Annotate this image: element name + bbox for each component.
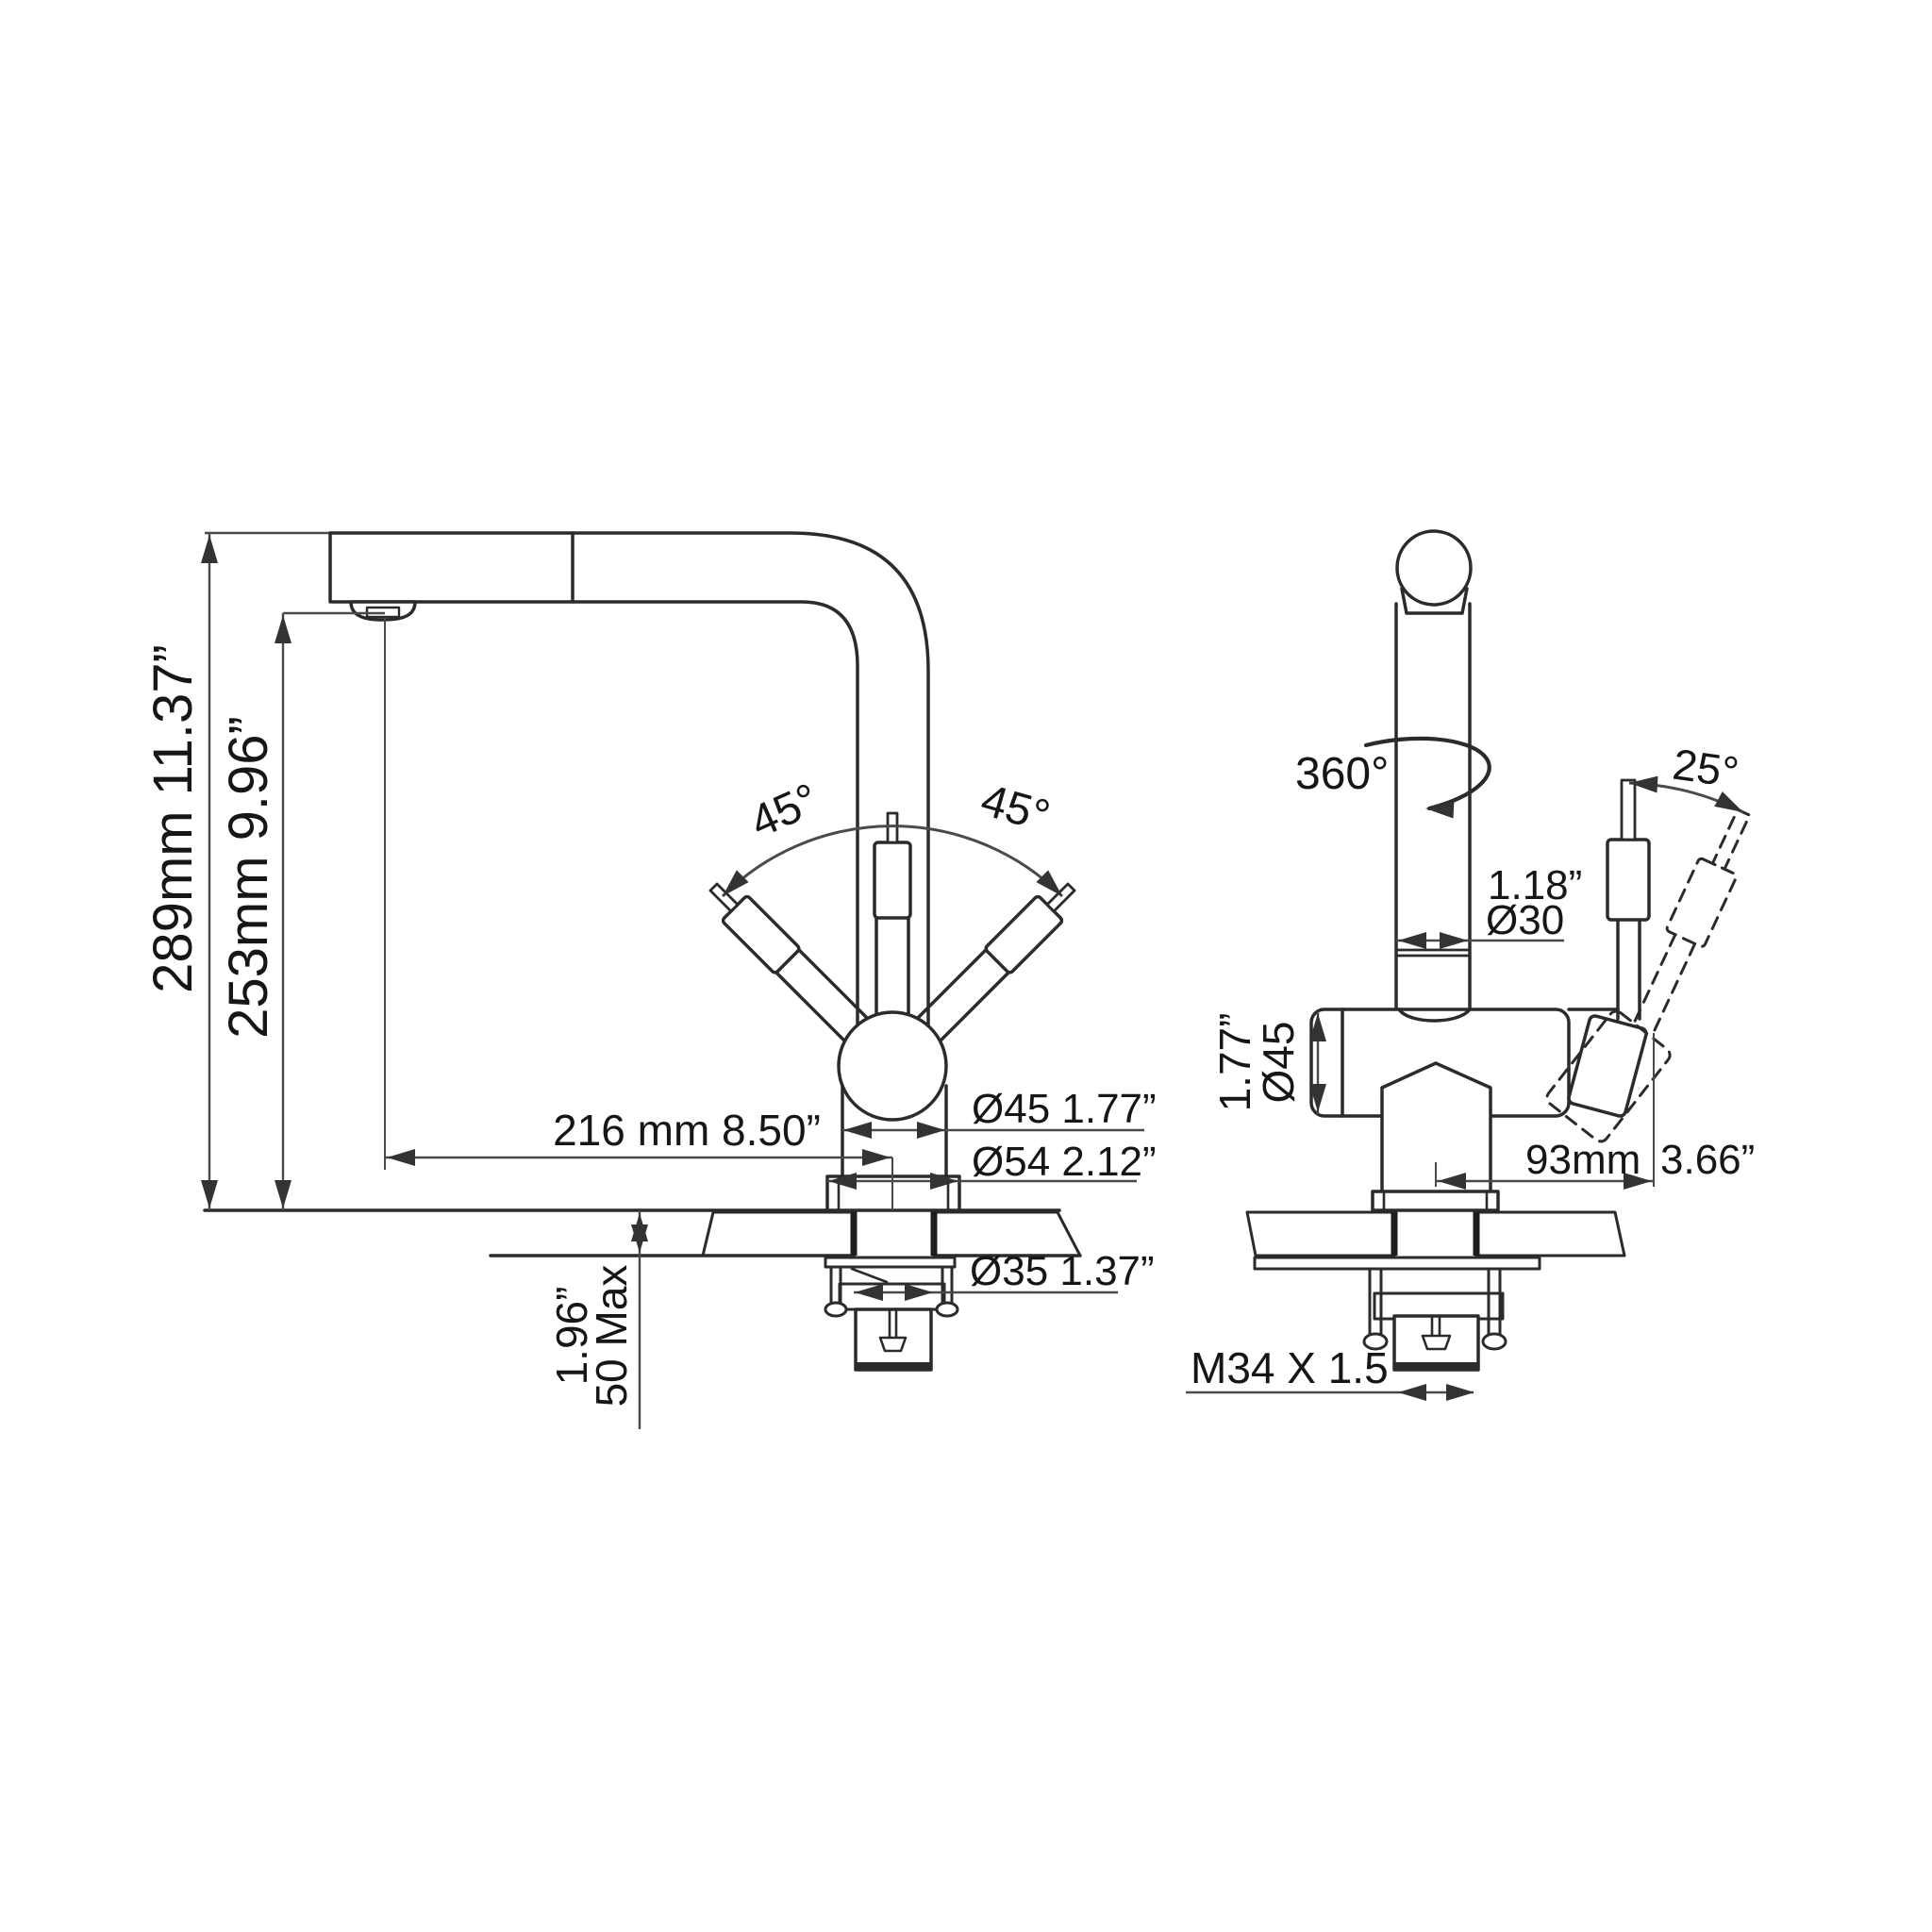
countertop-side	[1245, 1210, 1626, 1257]
label-thread-spec: M34 X 1.5	[1191, 1343, 1389, 1392]
label-base-diameter: Ø54 2.12”	[972, 1139, 1157, 1185]
handle-side	[1545, 774, 1752, 1143]
label-pipe-diameter-mm: Ø30	[1486, 897, 1564, 943]
under-counter-hardware-side	[1253, 1256, 1541, 1372]
label-deck-thickness-mm: 50 Max	[587, 1265, 636, 1407]
dim-thread-spec: M34 X 1.5	[1186, 1343, 1474, 1401]
label-pipe-diameter-in: 1.18”	[1488, 862, 1582, 908]
label-body-diameter-in-side: 1.77”	[1210, 1013, 1259, 1112]
label-overall-height: 289mm 11.37”	[142, 644, 204, 993]
spout-front	[205, 531, 930, 1027]
label-deck-thickness-in: 1.96”	[547, 1287, 596, 1386]
label-handle-reach-in: 3.66”	[1660, 1137, 1755, 1183]
label-swing-right: 45°	[975, 775, 1055, 842]
spout-side	[1363, 529, 1491, 1016]
dim-hole-diameter: Ø35 1.37”	[854, 1248, 1155, 1301]
dim-body-diameter-side: 1.77” Ø45	[1210, 1011, 1326, 1114]
dim-spout-reach: 216 mm 8.50”	[384, 619, 893, 1210]
ball-joint	[837, 1010, 948, 1122]
dim-overall-height: 289mm 11.37”	[142, 533, 218, 1210]
handle-right-45	[902, 882, 1076, 1057]
dim-pipe-diameter: 1.18” Ø30	[1396, 862, 1582, 949]
handle-tilted-25	[1629, 808, 1752, 1040]
side-view: 360° 25° 1.18” Ø30 1.77” Ø45 93mm 3.66”	[1186, 529, 1755, 1401]
label-swivel-angle: 360°	[1295, 749, 1389, 799]
spout-top-cap	[1395, 529, 1473, 607]
dim-spout-height: 253mm 9.96”	[218, 611, 385, 1210]
dim-handle-reach: 93mm 3.66”	[1435, 1033, 1755, 1190]
handle-joint-tilted	[1545, 1009, 1672, 1143]
front-view: 289mm 11.37” 253mm 9.96” 216 mm 8.50” 45…	[142, 531, 1157, 1429]
handle-fan-front	[708, 811, 1076, 1122]
label-spout-height: 253mm 9.96”	[218, 716, 279, 1039]
spout-collar	[1400, 587, 1469, 615]
dim-body-diameter: Ø45 1.77”	[842, 1086, 1157, 1139]
dim-deck-thickness: 1.96” 50 Max	[547, 1210, 648, 1429]
under-counter-hardware-front	[824, 1256, 959, 1372]
dim-base-diameter: Ø54 2.12”	[827, 1139, 1157, 1190]
swivel-arrow-arc	[1363, 736, 1491, 811]
label-body-diameter: Ø45 1.77”	[972, 1086, 1157, 1132]
swing-arc	[721, 824, 1064, 898]
label-handle-reach-mm: 93mm	[1525, 1137, 1641, 1183]
handle-upright	[873, 811, 912, 1035]
base-column-side	[1380, 1061, 1492, 1191]
label-spout-reach: 216 mm 8.50”	[553, 1106, 821, 1155]
label-body-diameter-mm-side: Ø45	[1254, 1022, 1303, 1104]
label-tilt-angle: 25°	[1670, 740, 1741, 797]
label-hole-diameter: Ø35 1.37”	[970, 1248, 1155, 1294]
body-side	[1309, 1008, 1620, 1212]
label-swing-left: 45°	[743, 774, 826, 848]
